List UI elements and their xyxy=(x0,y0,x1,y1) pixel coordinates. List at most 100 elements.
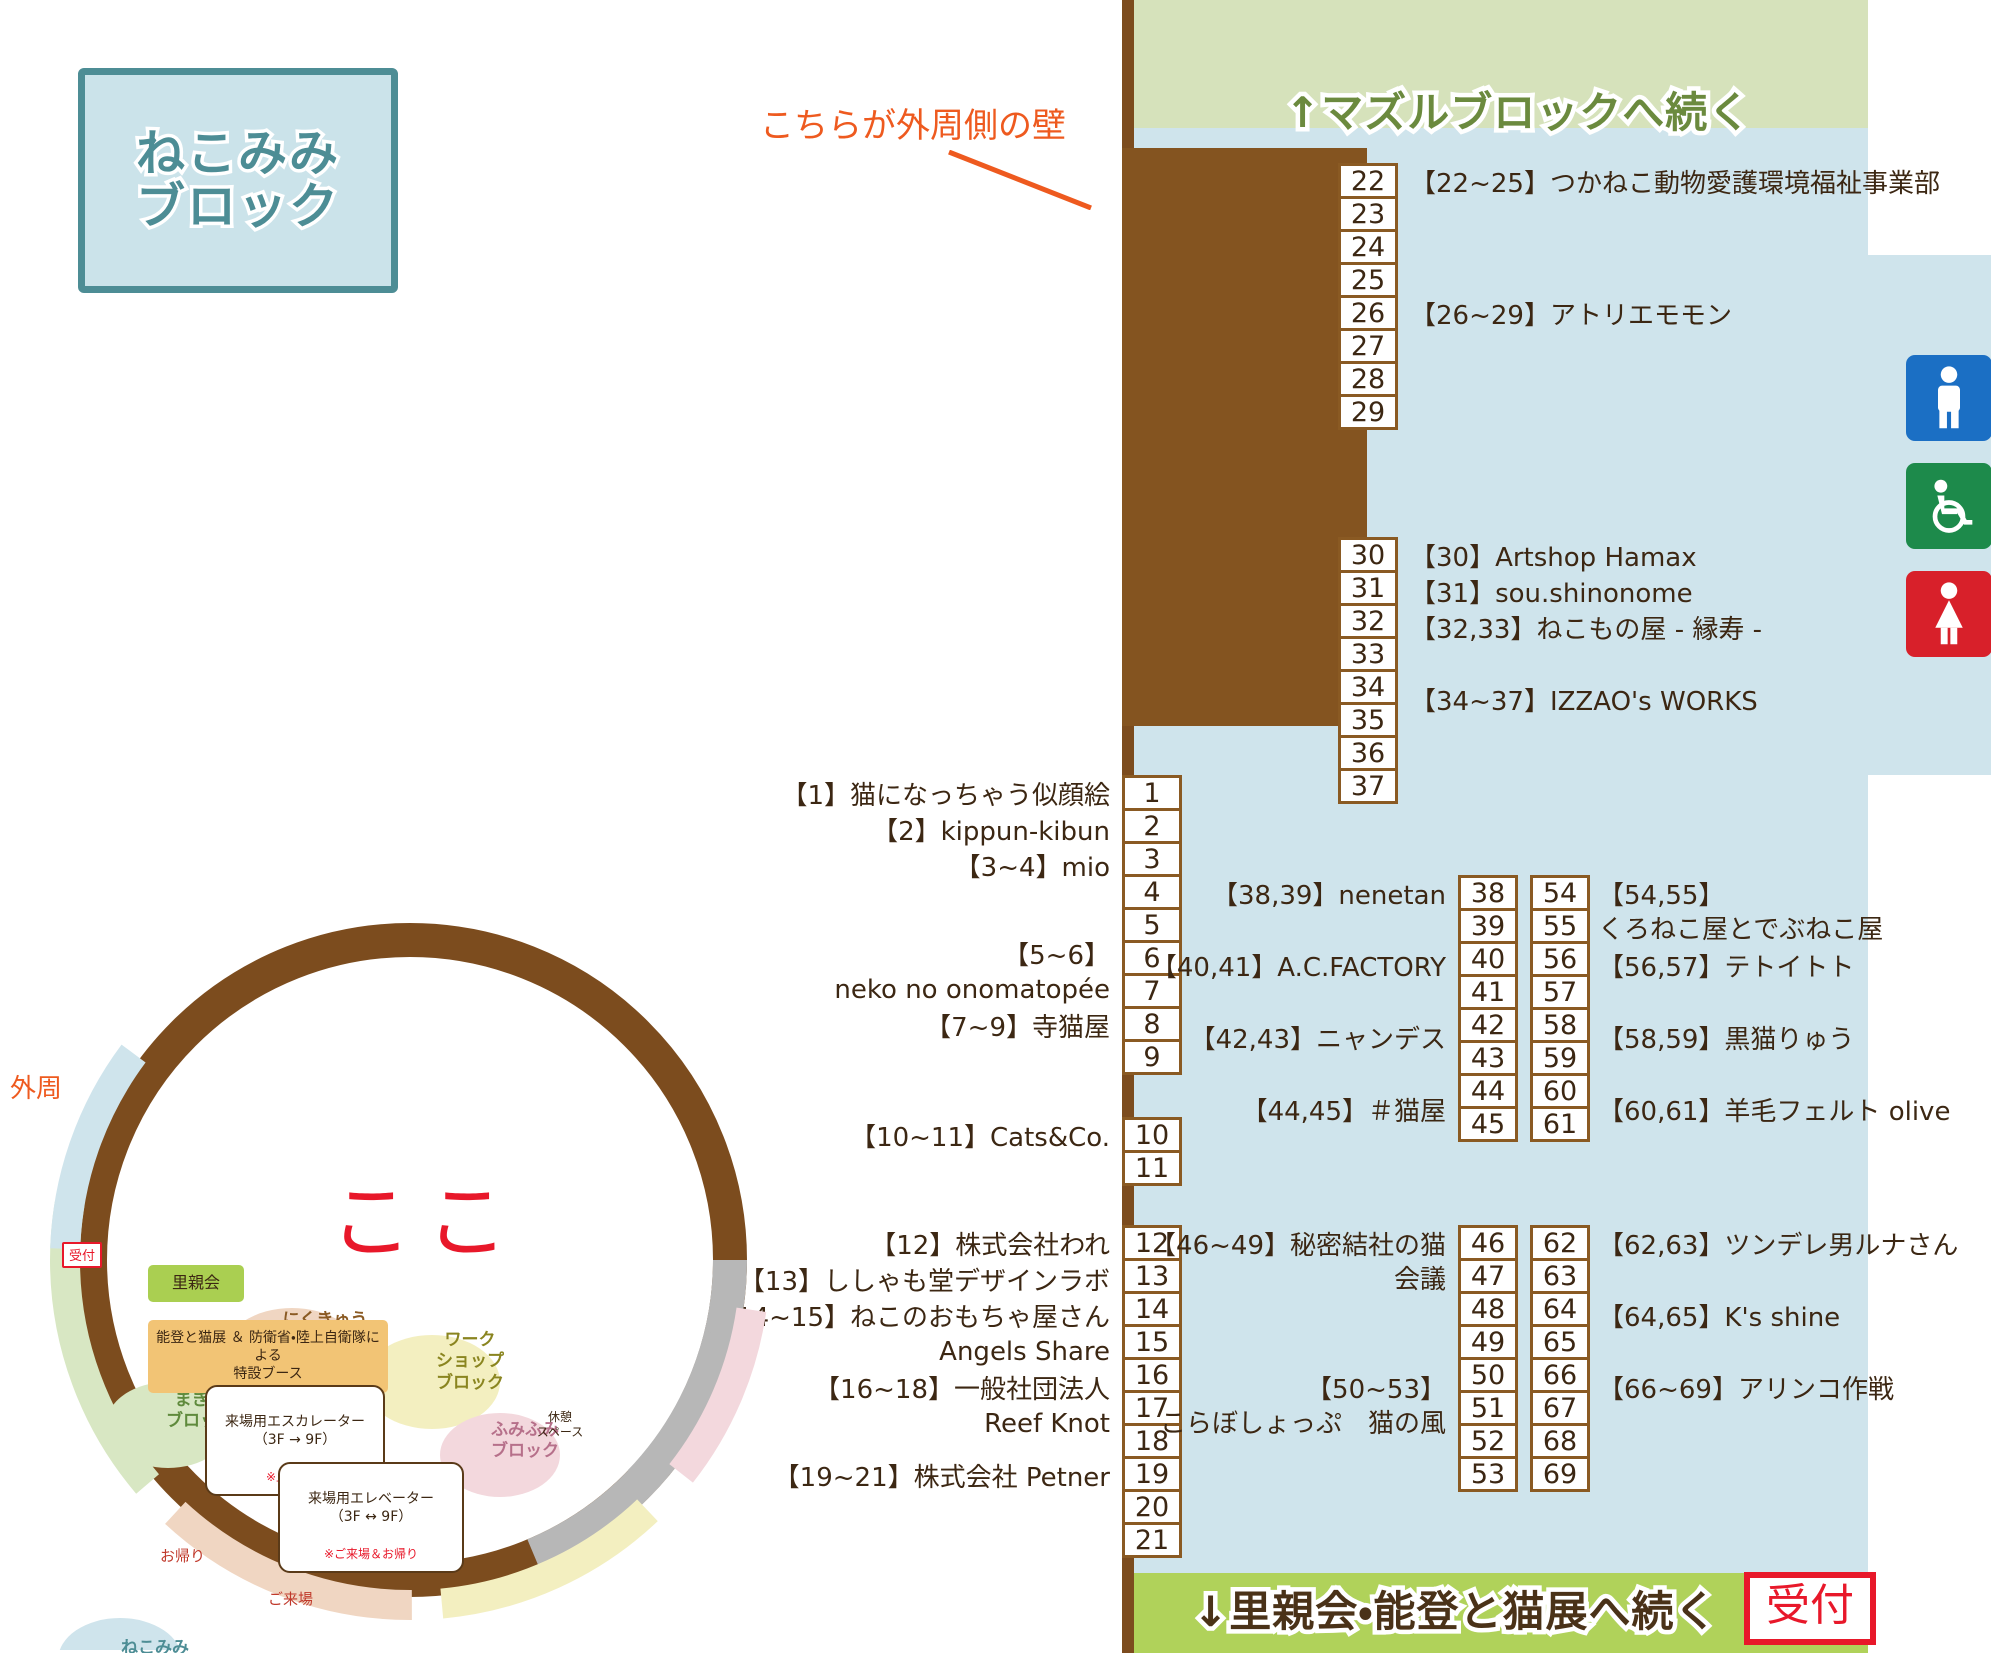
booth-cell[interactable]: 2 xyxy=(1122,808,1182,844)
exhibitor-label-13: 【13】ししゃも堂デザインラボ xyxy=(738,1267,1110,1297)
restroom-male-icon xyxy=(1906,355,1991,441)
booth-cell[interactable]: 31 xyxy=(1338,570,1398,606)
booth-cell[interactable]: 34 xyxy=(1338,669,1398,705)
booth-cell[interactable]: 65 xyxy=(1530,1324,1590,1360)
mini-reception-tag: 受付 xyxy=(62,1242,103,1268)
booth-cell[interactable]: 56 xyxy=(1530,941,1590,977)
booth-column-46-53: 46 47 48 49 50 51 52 53 xyxy=(1458,1225,1518,1492)
mini-block-label-nekomimi: ねこみみ ブロック xyxy=(121,1638,189,1653)
booth-cell[interactable]: 48 xyxy=(1458,1291,1518,1327)
booth-cell[interactable]: 27 xyxy=(1338,328,1398,364)
booth-cell[interactable]: 11 xyxy=(1122,1150,1182,1186)
booth-cell[interactable]: 47 xyxy=(1458,1258,1518,1294)
outer-ring-label: 外周 xyxy=(10,1074,63,1104)
booth-cell[interactable]: 55 xyxy=(1530,908,1590,944)
booth-cell[interactable]: 12 xyxy=(1122,1225,1182,1261)
exhibitor-label-46-49: 【46~49】秘密結社の猫会議 xyxy=(1150,1231,1446,1295)
booth-cell[interactable]: 39 xyxy=(1458,908,1518,944)
booth-cell[interactable]: 68 xyxy=(1530,1423,1590,1459)
hall-solid-block xyxy=(1122,148,1367,726)
booth-cell[interactable]: 54 xyxy=(1530,875,1590,911)
reception-stamp: 受付 xyxy=(1744,1572,1876,1646)
booth-cell[interactable]: 38 xyxy=(1458,875,1518,911)
mini-rest-space-label: 休憩 スペース xyxy=(536,1410,584,1439)
route-label-okaeri: お帰り xyxy=(160,1547,206,1565)
booth-cell[interactable]: 41 xyxy=(1458,974,1518,1010)
booth-cell[interactable]: 44 xyxy=(1458,1073,1518,1109)
booth-cell[interactable]: 46 xyxy=(1458,1225,1518,1261)
booth-cell[interactable]: 18 xyxy=(1122,1423,1182,1459)
exhibitor-label-66-69: 【66~69】アリンコ作戦 xyxy=(1598,1375,1894,1405)
booth-cell[interactable]: 57 xyxy=(1530,974,1590,1010)
booth-cell[interactable]: 60 xyxy=(1530,1073,1590,1109)
exhibitor-label-2: 【2】kippun-kibun xyxy=(872,817,1110,847)
booth-cell[interactable]: 28 xyxy=(1338,361,1398,397)
booth-cell[interactable]: 59 xyxy=(1530,1040,1590,1076)
booth-cell[interactable]: 26 xyxy=(1338,295,1398,331)
exhibitor-label-16-18: 【16~18】一般社団法人 Reef Knot xyxy=(814,1375,1110,1439)
booth-cell[interactable]: 61 xyxy=(1530,1106,1590,1142)
exhibitor-label-32-33: 【32,33】ねこもの屋 - 縁寿 - xyxy=(1410,615,1762,645)
exhibitor-label-12: 【12】株式会社われ xyxy=(870,1231,1110,1261)
callout-elevator: 来場用エレベーター （3F ↔ 9F） ※ご来場＆お帰り xyxy=(278,1462,464,1573)
booth-cell[interactable]: 36 xyxy=(1338,735,1398,771)
booth-cell[interactable]: 16 xyxy=(1122,1357,1182,1393)
booth-cell[interactable]: 45 xyxy=(1458,1106,1518,1142)
booth-cell[interactable]: 24 xyxy=(1338,229,1398,265)
booth-cell[interactable]: 64 xyxy=(1530,1291,1590,1327)
booth-cell[interactable]: 52 xyxy=(1458,1423,1518,1459)
booth-cell[interactable]: 1 xyxy=(1122,775,1182,811)
booth-cell[interactable]: 40 xyxy=(1458,941,1518,977)
booth-cell[interactable]: 30 xyxy=(1338,537,1398,573)
booth-cell[interactable]: 15 xyxy=(1122,1324,1182,1360)
callout-elevator-note: ※ご来場＆お帰り xyxy=(323,1546,419,1561)
booth-cell[interactable]: 23 xyxy=(1338,196,1398,232)
exhibitor-label-26-29: 【26~29】アトリエモモン xyxy=(1410,301,1732,331)
exhibitor-label-1: 【1】猫になっちゃう似顔絵 xyxy=(781,781,1110,811)
booth-cell[interactable]: 66 xyxy=(1530,1357,1590,1393)
booth-column-12-21: 12 13 14 15 16 17 18 19 20 21 xyxy=(1122,1225,1182,1558)
booth-cell[interactable]: 58 xyxy=(1530,1007,1590,1043)
booth-cell[interactable]: 37 xyxy=(1338,768,1398,804)
callout-satooyakai: 里親会 xyxy=(148,1265,244,1302)
booth-cell[interactable]: 33 xyxy=(1338,636,1398,672)
exhibitor-label-64-65: 【64,65】K's shine xyxy=(1598,1303,1841,1333)
booth-cell[interactable]: 9 xyxy=(1122,1039,1182,1075)
logo-line-2: ブロック xyxy=(132,177,341,235)
booth-cell[interactable]: 20 xyxy=(1122,1489,1182,1525)
booth-cell[interactable]: 8 xyxy=(1122,1006,1182,1042)
booth-cell[interactable]: 43 xyxy=(1458,1040,1518,1076)
booth-cell[interactable]: 10 xyxy=(1122,1117,1182,1153)
accessible-restroom-icon xyxy=(1906,463,1991,549)
booth-cell[interactable]: 67 xyxy=(1530,1390,1590,1426)
logo-line-1: ねこみみ xyxy=(132,124,341,182)
exhibitor-label-3-4: 【3~4】mio xyxy=(954,853,1110,883)
booth-cell[interactable]: 22 xyxy=(1338,163,1398,199)
callout-elevator-text: 来場用エレベーター （3F ↔ 9F） xyxy=(308,1491,434,1526)
booth-column-54-61: 54 55 56 57 58 59 60 61 xyxy=(1530,875,1590,1142)
booth-cell[interactable]: 17 xyxy=(1122,1390,1182,1426)
booth-cell[interactable]: 3 xyxy=(1122,841,1182,877)
booth-cell[interactable]: 62 xyxy=(1530,1225,1590,1261)
booth-cell[interactable]: 53 xyxy=(1458,1456,1518,1492)
booth-cell[interactable]: 69 xyxy=(1530,1456,1590,1492)
booth-cell[interactable]: 35 xyxy=(1338,702,1398,738)
booth-cell[interactable]: 19 xyxy=(1122,1456,1182,1492)
booth-cell[interactable]: 25 xyxy=(1338,262,1398,298)
exhibitor-label-42-43: 【42,43】ニャンデス xyxy=(1189,1025,1446,1055)
booth-cell[interactable]: 50 xyxy=(1458,1357,1518,1393)
booth-cell[interactable]: 51 xyxy=(1458,1390,1518,1426)
booth-cell[interactable]: 49 xyxy=(1458,1324,1518,1360)
exhibitor-label-30: 【30】Artshop Hamax xyxy=(1410,543,1697,573)
booth-cell[interactable]: 32 xyxy=(1338,603,1398,639)
route-label-goraijo: ご来場 xyxy=(268,1590,314,1608)
booth-cell[interactable]: 42 xyxy=(1458,1007,1518,1043)
booth-cell[interactable]: 63 xyxy=(1530,1258,1590,1294)
booth-cell[interactable]: 29 xyxy=(1338,394,1398,430)
booth-cell[interactable]: 21 xyxy=(1122,1522,1182,1558)
block-logo-card: ねこみみ ブロック xyxy=(78,68,398,293)
booth-cell[interactable]: 13 xyxy=(1122,1258,1182,1294)
booth-cell[interactable]: 4 xyxy=(1122,874,1182,910)
exhibitor-label-58-59: 【58,59】黒猫りゅう xyxy=(1598,1025,1855,1055)
